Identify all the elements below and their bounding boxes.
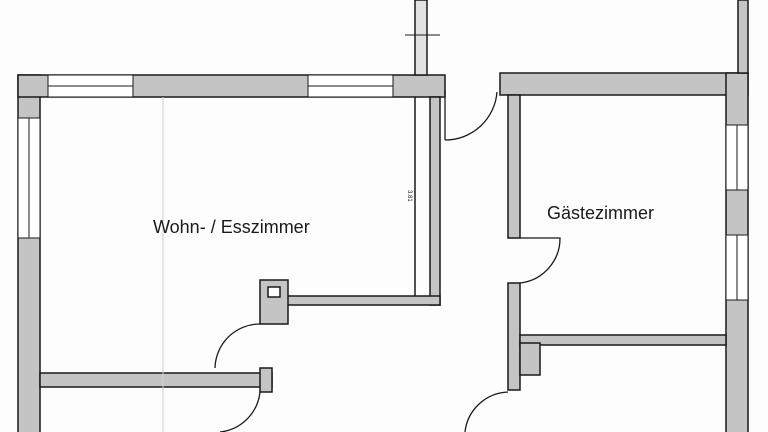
room-label-living: Wohn- / Esszimmer <box>153 217 310 237</box>
wall-lower-left <box>39 372 273 388</box>
room-label-guest: Gästezimmer <box>547 203 655 223</box>
pillar-notch <box>267 286 281 298</box>
wall-guest-bottom <box>519 334 727 346</box>
door-lower <box>464 391 509 432</box>
door-living <box>214 323 261 432</box>
wall-living-bottom <box>269 295 441 306</box>
wall-guest-left-upper <box>507 94 521 239</box>
wall-top-guest <box>499 72 749 96</box>
wall-guest-left-lower <box>507 282 521 391</box>
door-corridor <box>444 90 498 141</box>
dimension-label: 3.81 <box>406 190 412 202</box>
pillar-guest <box>519 342 541 376</box>
wall-end <box>259 367 273 393</box>
wall-living-right <box>429 96 441 306</box>
door-guest <box>519 237 561 284</box>
wall-top-connector <box>414 0 428 76</box>
wall-top-right <box>737 0 749 74</box>
